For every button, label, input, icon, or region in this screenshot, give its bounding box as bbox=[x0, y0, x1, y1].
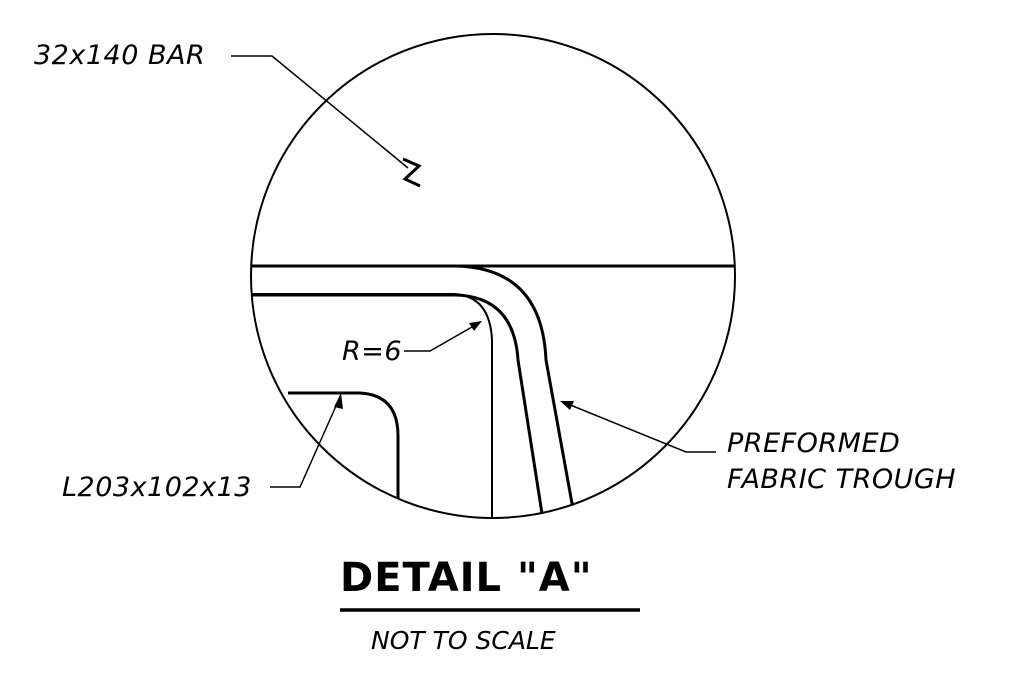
bar-leader bbox=[231, 55, 409, 169]
angle-leader-arrow bbox=[334, 393, 343, 409]
radius-leader bbox=[404, 322, 480, 352]
angle-inner-line bbox=[288, 391, 400, 518]
scale-note: NOT TO SCALE bbox=[371, 626, 556, 655]
trough-leader bbox=[562, 401, 716, 453]
break-symbol bbox=[402, 157, 422, 188]
radius-leader-arrow bbox=[469, 321, 482, 331]
trough-outer-line bbox=[455, 264, 577, 518]
trough-callout-line2: FABRIC TROUGH bbox=[727, 464, 957, 495]
detail-title: DETAIL "A" bbox=[340, 555, 593, 601]
trough-callout-line1: PREFORMED bbox=[727, 428, 901, 459]
radius-callout: R=6 bbox=[342, 336, 403, 367]
bar-callout: 32x140 BAR bbox=[34, 40, 206, 71]
angle-outer-line bbox=[252, 293, 493, 518]
angle-leader bbox=[270, 396, 341, 488]
trough-leader-arrow bbox=[560, 401, 574, 410]
angle-callout: L203x102x13 bbox=[62, 472, 252, 503]
